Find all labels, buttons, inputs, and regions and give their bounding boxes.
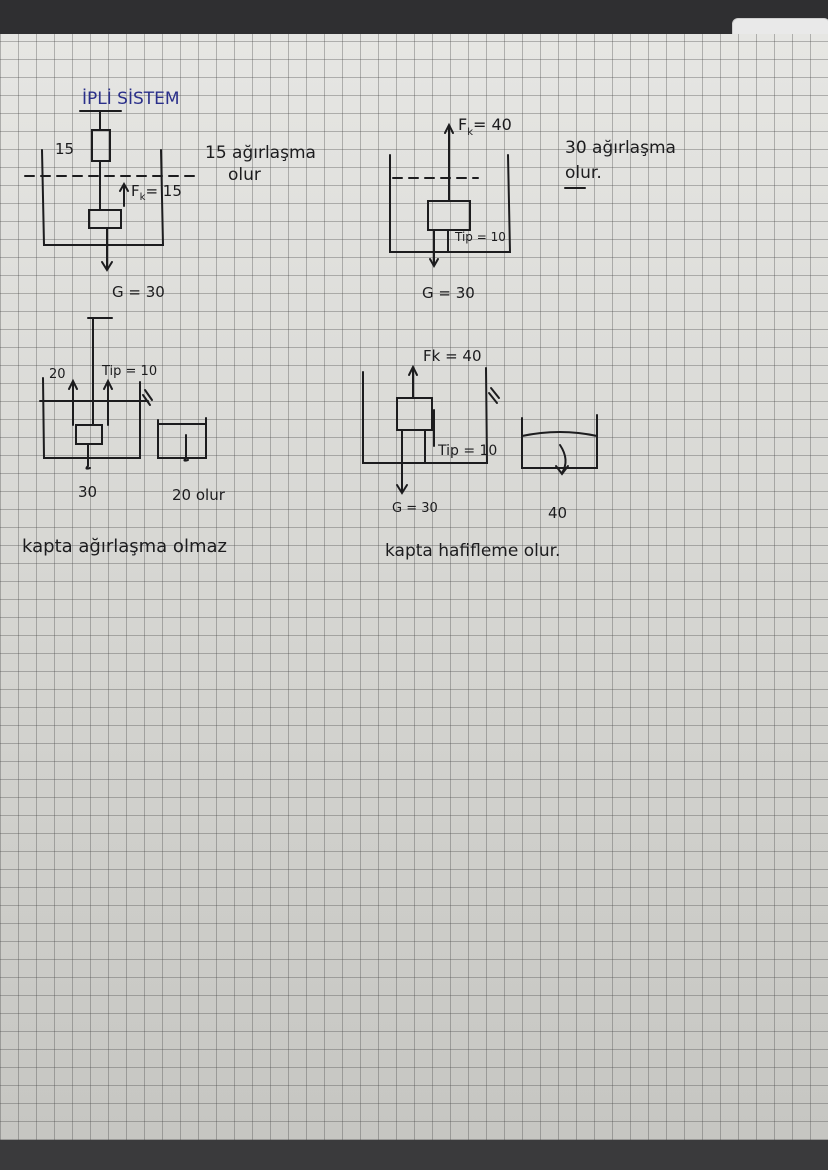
rope-weight-label: 15 [55,140,74,158]
caption: kapta ağırlaşma olmaz [22,536,227,557]
page-title: İPLİ SİSTEM [82,88,180,109]
photo-background [0,0,828,34]
tension-label: Tip = 10 [101,364,157,379]
weight-label: G = 30 [112,283,165,301]
buoyancy-label: Fk = 40 [423,347,482,365]
tension-label: Tip = 10 [454,230,506,244]
tension-label: Tip = 10 [437,443,497,459]
diagram-rope-system-1: 15 Fk= 15 G = 30 15 ağırlaşma olur [24,110,316,301]
note-line: olur [228,165,261,185]
buoyancy-label: Fk= 40 [458,115,512,138]
note-line: 15 ağırlaşma [205,143,316,163]
value-label: 30 [78,483,97,501]
diagram-rope-system-2: Fk= 40 Tip = 10 G = 30 30 ağırlaşma olur… [389,115,676,302]
weight-label: G = 30 [392,501,438,516]
note-line: olur. [565,163,602,183]
diagram-rope-system-4: Fk = 40 Tip = 10 G = 30 40 kapta hafifle… [362,347,598,561]
result-label: 20 olur [172,486,226,504]
value-label: 20 [49,367,66,382]
buoyancy-label: Fk= 15 [131,182,182,203]
diagram-rope-system-3: 20 Tip = 10 30 20 olur kapta ağırlaşma o… [22,317,227,557]
notebook-page [0,34,828,1140]
weight-label: G = 30 [422,284,475,302]
note-line: 30 ağırlaşma [565,138,676,158]
caption: kapta hafifleme olur. [385,541,560,561]
result-label: 40 [548,504,567,522]
